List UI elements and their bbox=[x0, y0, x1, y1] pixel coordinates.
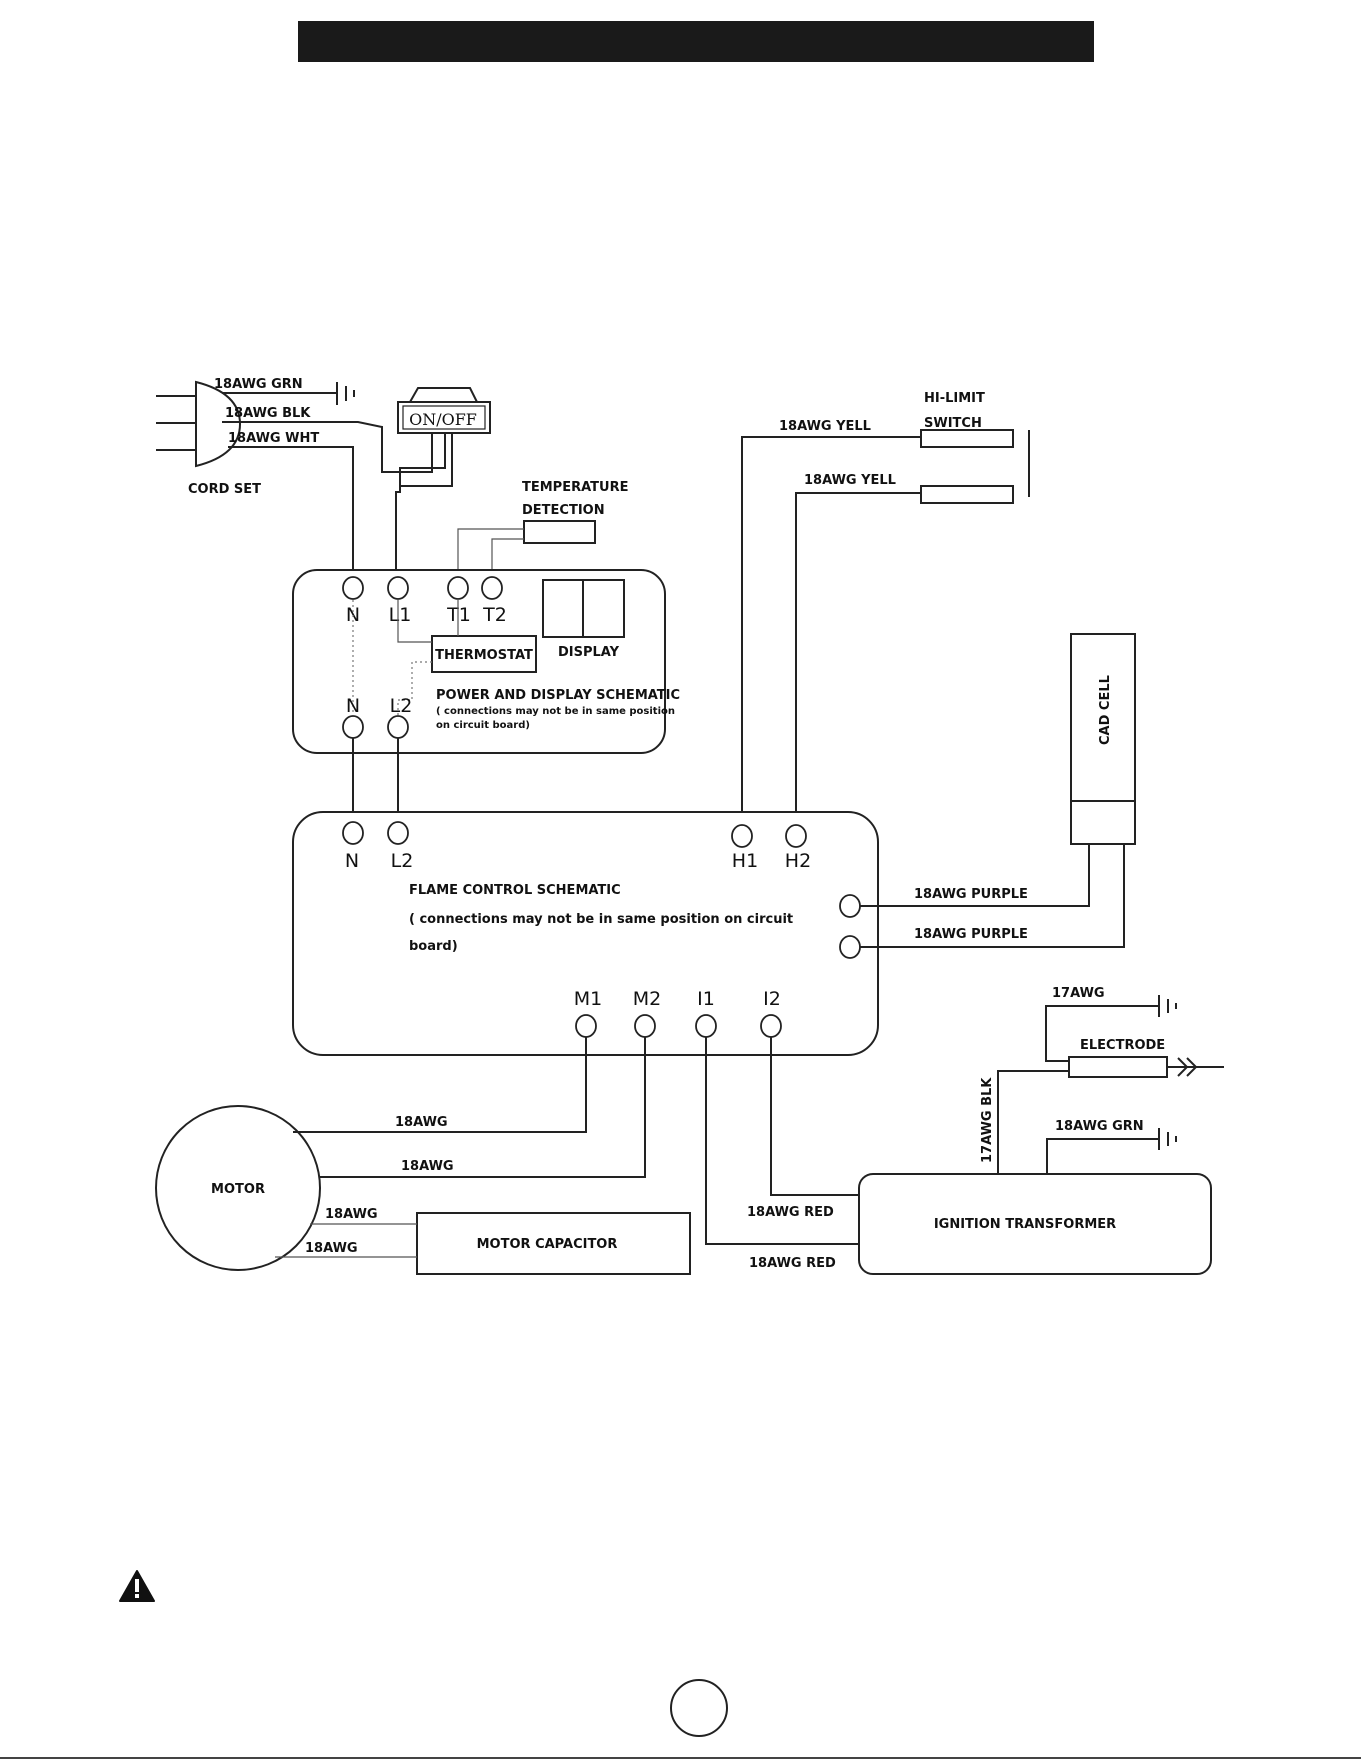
label-cord-set: CORD SET bbox=[188, 482, 261, 497]
label-17awg-blk: 17AWG BLK bbox=[980, 1077, 995, 1163]
terminal-label-n-flame: N bbox=[345, 850, 359, 872]
terminal-i2 bbox=[760, 1014, 782, 1038]
label-grn-main: 18AWG GRN bbox=[214, 377, 303, 392]
label-yell-1: 18AWG YELL bbox=[779, 419, 871, 434]
terminal-label-n-bot: N bbox=[346, 695, 360, 717]
label-motor: MOTOR bbox=[211, 1182, 265, 1197]
terminal-t2 bbox=[481, 576, 503, 600]
label-purple-1: 18AWG PURPLE bbox=[914, 887, 1028, 902]
terminal-l1 bbox=[387, 576, 409, 600]
motor-capacitor bbox=[416, 1212, 691, 1275]
label-electrode: ELECTRODE bbox=[1080, 1038, 1165, 1053]
on-off-switch bbox=[397, 387, 491, 434]
terminal-t1 bbox=[447, 576, 469, 600]
label-cad-cell: CAD CELL bbox=[1098, 675, 1113, 745]
switch-label: ON/OFF bbox=[409, 410, 477, 429]
label-red-2: 18AWG RED bbox=[749, 1256, 836, 1271]
warning-triangle-icon bbox=[119, 1570, 155, 1602]
terminal-n-flame bbox=[342, 821, 364, 845]
label-17awg: 17AWG bbox=[1052, 986, 1105, 1001]
motor bbox=[155, 1105, 321, 1271]
label-flame-schematic: FLAME CONTROL SCHEMATIC bbox=[409, 883, 621, 898]
page-number-circle bbox=[670, 1679, 728, 1737]
label-blk-main: 18AWG BLK bbox=[225, 406, 311, 421]
terminal-l2-power bbox=[387, 715, 409, 739]
label-red-1: 18AWG RED bbox=[747, 1205, 834, 1220]
label-power-note-2: on circuit board) bbox=[436, 720, 530, 731]
terminal-purple-2 bbox=[839, 935, 861, 959]
header-bar bbox=[298, 21, 1094, 62]
label-cap-awg-2: 18AWG bbox=[305, 1241, 358, 1256]
label-motor-capacitor: MOTOR CAPACITOR bbox=[477, 1237, 618, 1252]
label-display: DISPLAY bbox=[558, 645, 620, 660]
label-temperature-2: DETECTION bbox=[522, 503, 605, 518]
terminal-n-bot bbox=[342, 715, 364, 739]
terminal-m2 bbox=[634, 1014, 656, 1038]
label-grn-ign: 18AWG GRN bbox=[1055, 1119, 1144, 1134]
ground-symbol-icon bbox=[1158, 995, 1177, 1017]
label-hi-limit-1: HI-LIMIT bbox=[924, 391, 985, 406]
terminal-n-top bbox=[342, 576, 364, 600]
terminal-label-l2-power: L2 bbox=[390, 695, 413, 717]
terminal-label-m2: M2 bbox=[633, 988, 661, 1010]
label-motor-awg-2: 18AWG bbox=[401, 1159, 454, 1174]
label-thermostat: THERMOSTAT bbox=[435, 648, 533, 663]
temperature-sensor bbox=[523, 520, 596, 544]
terminal-label-i1: I1 bbox=[697, 988, 715, 1010]
terminal-label-l2-flame: L2 bbox=[391, 850, 414, 872]
ground-symbol-icon bbox=[1158, 1128, 1177, 1150]
display-panel bbox=[542, 579, 625, 638]
label-hi-limit-2: SWITCH bbox=[924, 416, 982, 431]
terminal-label-m1: M1 bbox=[574, 988, 602, 1010]
terminal-h2 bbox=[785, 824, 807, 848]
electrode bbox=[1068, 1056, 1168, 1078]
label-power-note-1: ( connections may not be in same positio… bbox=[436, 706, 675, 717]
terminal-label-h1: H1 bbox=[732, 850, 758, 872]
thermostat bbox=[431, 635, 537, 673]
terminal-i1 bbox=[695, 1014, 717, 1038]
label-motor-awg-1: 18AWG bbox=[395, 1115, 448, 1130]
cad-cell bbox=[1070, 633, 1136, 845]
label-cap-awg-1: 18AWG bbox=[325, 1207, 378, 1222]
hi-limit-switch-top bbox=[920, 429, 1014, 448]
label-purple-2: 18AWG PURPLE bbox=[914, 927, 1028, 942]
ignition-transformer bbox=[858, 1173, 1212, 1275]
ground-symbol-icon bbox=[336, 382, 355, 405]
label-ignition-transformer: IGNITION TRANSFORMER bbox=[934, 1217, 1116, 1232]
terminal-m1 bbox=[575, 1014, 597, 1038]
terminal-h1 bbox=[731, 824, 753, 848]
terminal-label-i2: I2 bbox=[763, 988, 781, 1010]
label-flame-note-1: ( connections may not be in same positio… bbox=[409, 912, 793, 927]
terminal-purple-1 bbox=[839, 894, 861, 918]
terminal-label-h2: H2 bbox=[785, 850, 811, 872]
terminal-label-t2: T2 bbox=[482, 604, 507, 626]
electrode-tip-icon bbox=[1167, 1057, 1224, 1077]
cord-plug-icon bbox=[195, 380, 242, 468]
hi-limit-switch-bottom bbox=[920, 485, 1014, 504]
label-yell-2: 18AWG YELL bbox=[804, 473, 896, 488]
terminal-label-l1: L1 bbox=[389, 604, 412, 626]
label-wht-main: 18AWG WHT bbox=[228, 431, 319, 446]
label-power-schematic: POWER AND DISPLAY SCHEMATIC bbox=[436, 688, 680, 703]
cord-set bbox=[156, 380, 242, 468]
terminal-l2-flame bbox=[387, 821, 409, 845]
label-flame-note-2: board) bbox=[409, 939, 458, 954]
label-temperature-1: TEMPERATURE bbox=[522, 480, 628, 495]
